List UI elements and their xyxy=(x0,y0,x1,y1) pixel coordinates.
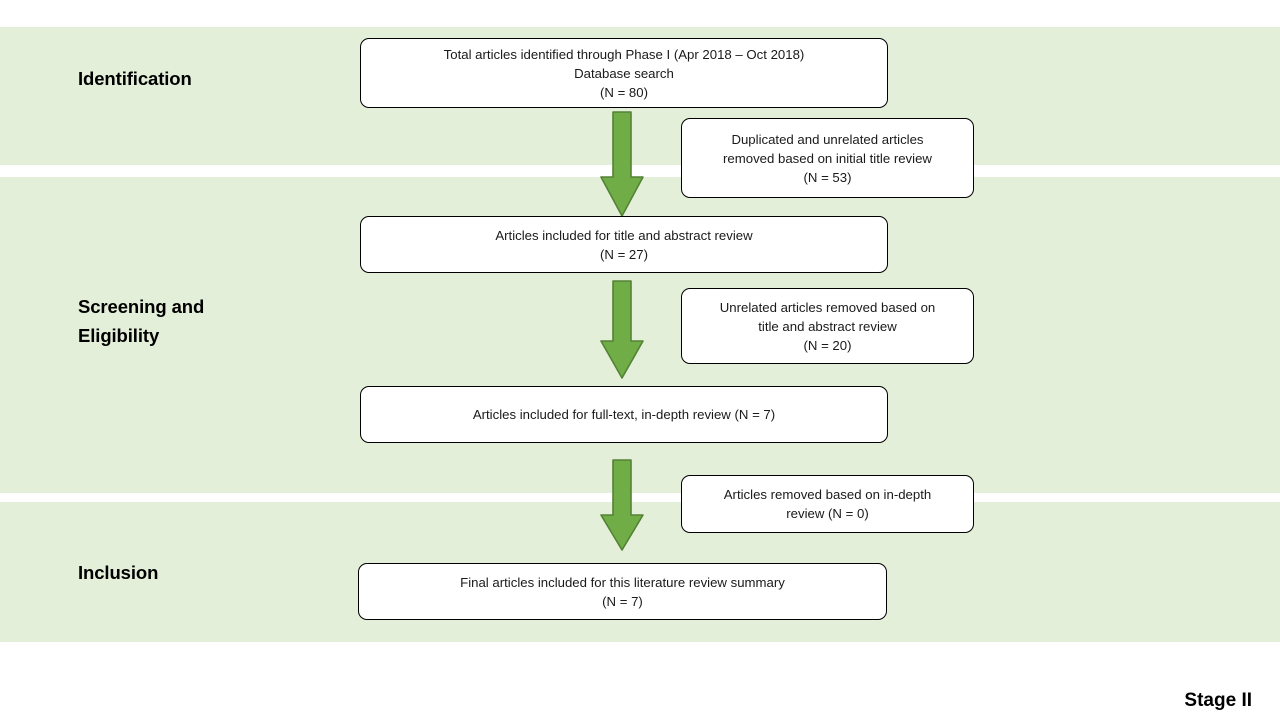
down-arrow-icon xyxy=(600,111,644,218)
down-arrow-icon xyxy=(600,280,644,380)
down-arrow-icon xyxy=(600,459,644,552)
flow-node-removed-title-abstract: Unrelated articles removed based on titl… xyxy=(681,288,974,364)
stage-label-screening-eligibility: Screening and Eligibility xyxy=(78,296,205,346)
flow-node-full-text-review: Articles included for full-text, in-dept… xyxy=(360,386,888,443)
flow-node-identified: Total articles identified through Phase … xyxy=(360,38,888,108)
stage-label-inclusion: Inclusion xyxy=(78,562,159,583)
figure-caption: Stage II xyxy=(1184,690,1252,711)
flow-node-title-abstract-review: Articles included for title and abstract… xyxy=(360,216,888,273)
flow-node-final-included: Final articles included for this literat… xyxy=(358,563,887,620)
flow-node-removed-title: Duplicated and unrelated articles remove… xyxy=(681,118,974,198)
flow-node-removed-in-depth: Articles removed based on in-depth revie… xyxy=(681,475,974,533)
stage-label-identification: Identification xyxy=(78,68,192,89)
